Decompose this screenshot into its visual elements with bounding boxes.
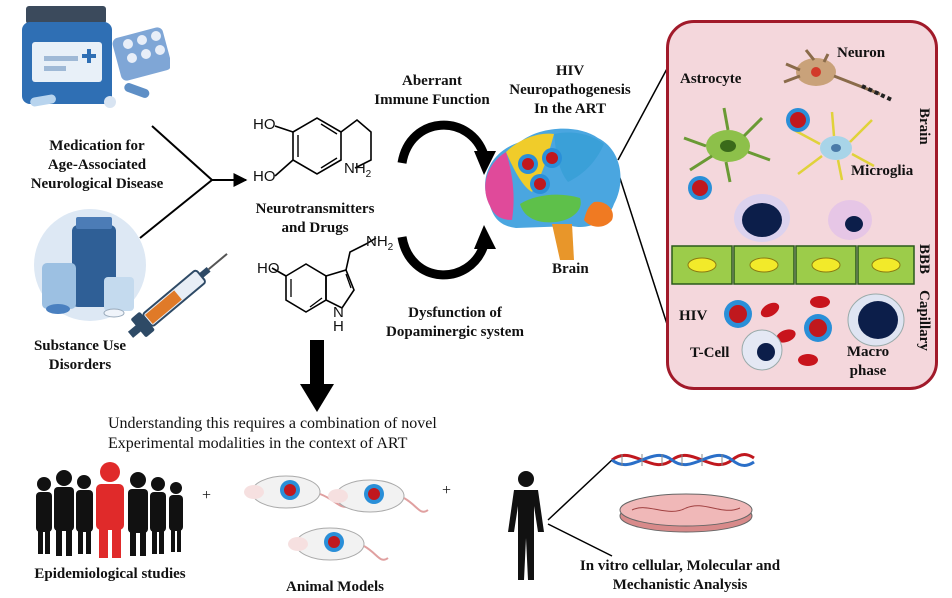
red-blood-cell-icon [760, 302, 780, 318]
hiv-neuropathogenesis-title: HIV Neuropathogenesis In the ART [509, 63, 631, 117]
hiv-label: HIV [679, 308, 708, 324]
medication-label: Medication for Age-Associated Neurologic… [30, 138, 164, 192]
brain-side-label: Brain [916, 108, 932, 145]
chem-nh: N H [333, 304, 344, 335]
chem-ho-1: HO [253, 116, 276, 133]
bbb-label: BBB [916, 244, 932, 275]
dysfunction-label: Dysfunction of Dopaminergic system [386, 305, 524, 340]
animal-models-label: Animal Models [286, 579, 384, 595]
dopamine-structure [274, 117, 372, 177]
hiv-virus-icon [786, 108, 810, 132]
pill-bottle-cap [26, 6, 106, 24]
down-arrow-head [300, 384, 334, 412]
microglia-icon [793, 111, 875, 181]
chem-nh2: NH2 [344, 160, 372, 180]
brain-label: Brain [552, 261, 589, 277]
syringe-icon [127, 253, 228, 338]
rats-illustration [244, 475, 429, 561]
brain-stem [552, 224, 574, 260]
human-line-bottom [547, 523, 613, 557]
neuron-icon [783, 49, 893, 102]
epidemiological-label: Epidemiological studies [34, 566, 186, 582]
bottle-label [32, 42, 102, 82]
rat-icon [244, 475, 351, 509]
plus-2: + [442, 482, 452, 499]
understanding-line-1: Understanding this requires a combinatio… [108, 415, 437, 432]
neuron-label: Neuron [837, 45, 886, 61]
petri-dish-icon [619, 493, 753, 533]
astrocyte-icon [683, 107, 771, 183]
substance-label: Substance Use Disorders [33, 338, 127, 373]
serotonin-structure [271, 237, 377, 313]
neurotransmitters-label: Neurotransmitters and Drugs [255, 201, 375, 236]
invitro-illustration [611, 453, 755, 533]
understanding-line-2: Experimental modalities in the context o… [108, 435, 408, 452]
curved-arrow-bottom [397, 235, 489, 280]
substance-illustration [34, 209, 228, 338]
bbb-layer [671, 245, 915, 285]
aberrant-label: Aberrant Immune Function [374, 73, 490, 108]
connector-line-bottom [139, 179, 213, 239]
connector-line-top [151, 125, 213, 181]
invitro-label: In vitro cellular, Molecular and Mechani… [579, 558, 781, 593]
cycle-arrows [397, 120, 496, 280]
capsule-icon [30, 94, 56, 107]
macrophage-label: Macro phase [846, 344, 890, 379]
human-figure-icon [508, 471, 544, 580]
chem-nh2-b: NH2 [366, 233, 394, 253]
chem-ho-2: HO [253, 168, 276, 185]
panel-illustration [671, 49, 915, 371]
people-icon [36, 470, 183, 556]
human-line-top [547, 459, 613, 521]
capillary-label: Capillary [916, 290, 932, 351]
dna-helix-icon [611, 453, 755, 467]
microglia-label: Microglia [851, 163, 914, 179]
chem-ho-3: HO [257, 260, 280, 277]
down-arrow-shaft [310, 340, 324, 386]
brain-illustration [485, 128, 621, 260]
medication-illustration [22, 6, 170, 108]
highlighted-person-icon [96, 462, 124, 558]
crowd-illustration [36, 462, 183, 558]
curved-arrow-top [397, 120, 489, 165]
plus-1: + [202, 487, 212, 504]
tcell-label: T-Cell [690, 345, 730, 361]
astrocyte-label: Astrocyte [680, 71, 742, 87]
